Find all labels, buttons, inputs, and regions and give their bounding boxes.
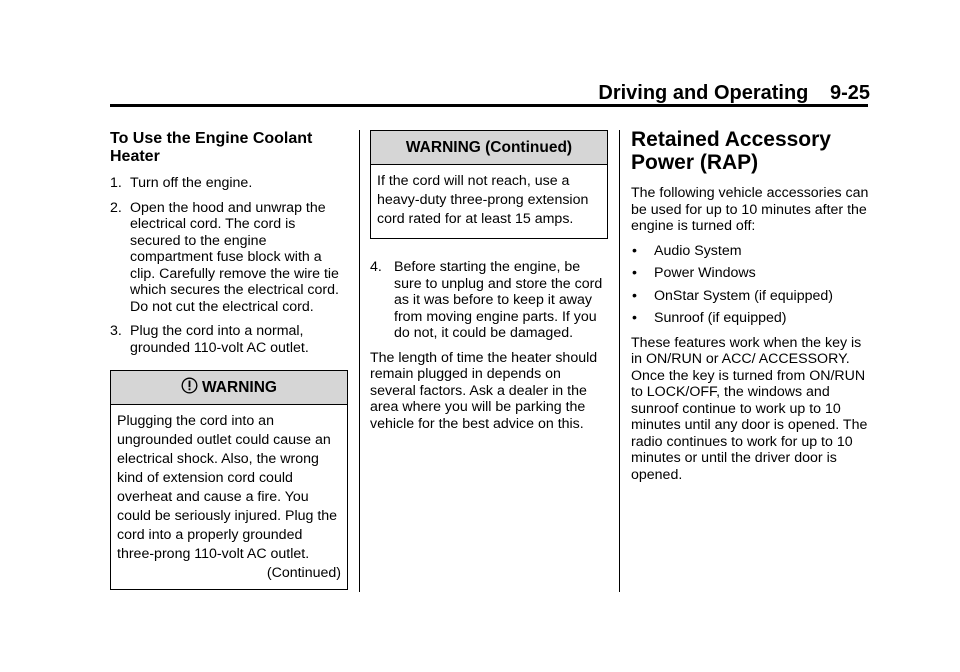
- page-number: 9-25: [829, 82, 870, 104]
- warning-header: WARNING: [111, 371, 347, 405]
- column-2: WARNING (Continued) If the cord will not…: [370, 128, 608, 432]
- bullet-text: Power Windows: [654, 265, 756, 281]
- column-1: To Use the Engine Coolant Heater 1. Turn…: [110, 128, 348, 590]
- bullet-text: Audio System: [654, 242, 742, 259]
- column-divider: [619, 130, 620, 592]
- column-divider: [359, 130, 360, 592]
- section-heading: To Use the Engine Coolant Heater: [110, 130, 313, 165]
- bullet-item: • Sunroof (if equipped): [631, 310, 871, 327]
- step-3: 3. Plug the cord into a normal, grounded…: [110, 323, 348, 356]
- warning-text: Plugging the cord into an ungrounded out…: [117, 413, 338, 562]
- bullet-icon: •: [632, 242, 637, 259]
- bullet-icon: •: [632, 265, 637, 281]
- step-text: Before starting the engine, be sure to u…: [394, 259, 603, 341]
- bullet-text: OnStar System (if equipped): [654, 287, 833, 304]
- section-title: Driving and Operating: [598, 82, 809, 104]
- step-number: 3.: [110, 323, 122, 339]
- intro-paragraph: The following vehicle accessories can be…: [631, 185, 869, 234]
- step-number: 1.: [110, 175, 122, 191]
- step-text: Plug the cord into a normal, grounded 11…: [130, 323, 309, 356]
- step-2: 2. Open the hood and unwrap the electric…: [110, 200, 348, 316]
- bullet-item: • Power Windows: [631, 265, 871, 282]
- paragraph: The length of time the heater should rem…: [370, 349, 598, 432]
- bullet-icon: •: [632, 287, 637, 304]
- step-4: 4. Before starting the engine, be sure t…: [370, 259, 608, 342]
- bullet-item: • Audio System: [631, 243, 871, 260]
- step-number: 2.: [110, 199, 122, 216]
- warning-body: If the cord will not reach, use a heavy-…: [377, 173, 589, 227]
- paragraph: These features work when the key is in O…: [631, 334, 868, 483]
- page-header: Driving and Operating 9-25: [110, 82, 870, 104]
- bullet-icon: •: [632, 310, 637, 326]
- column-3: Retained Accessory Power (RAP) The follo…: [631, 128, 871, 483]
- continued-label: (Continued): [266, 565, 341, 581]
- warning-circle-icon: [181, 377, 198, 394]
- step-number: 4.: [370, 259, 382, 275]
- warning-title: WARNING: [202, 379, 277, 396]
- bullet-item: • OnStar System (if equipped): [631, 288, 871, 305]
- warning-body: Plugging the cord into an ungrounded out…: [111, 405, 347, 589]
- step-1: 1. Turn off the engine.: [110, 175, 348, 192]
- step-text: Turn off the engine.: [130, 175, 253, 191]
- bullet-text: Sunroof (if equipped): [654, 310, 787, 326]
- step-text: Open the hood and unwrap the electrical …: [130, 199, 339, 315]
- warning-box: WARNING Plugging the cord into an ungrou…: [110, 370, 348, 590]
- header-rule: [110, 104, 868, 107]
- warning-header: WARNING (Continued): [371, 131, 607, 165]
- warning-continued-box: WARNING (Continued) If the cord will not…: [370, 130, 608, 239]
- section-heading: Retained Accessory Power (RAP): [631, 128, 831, 174]
